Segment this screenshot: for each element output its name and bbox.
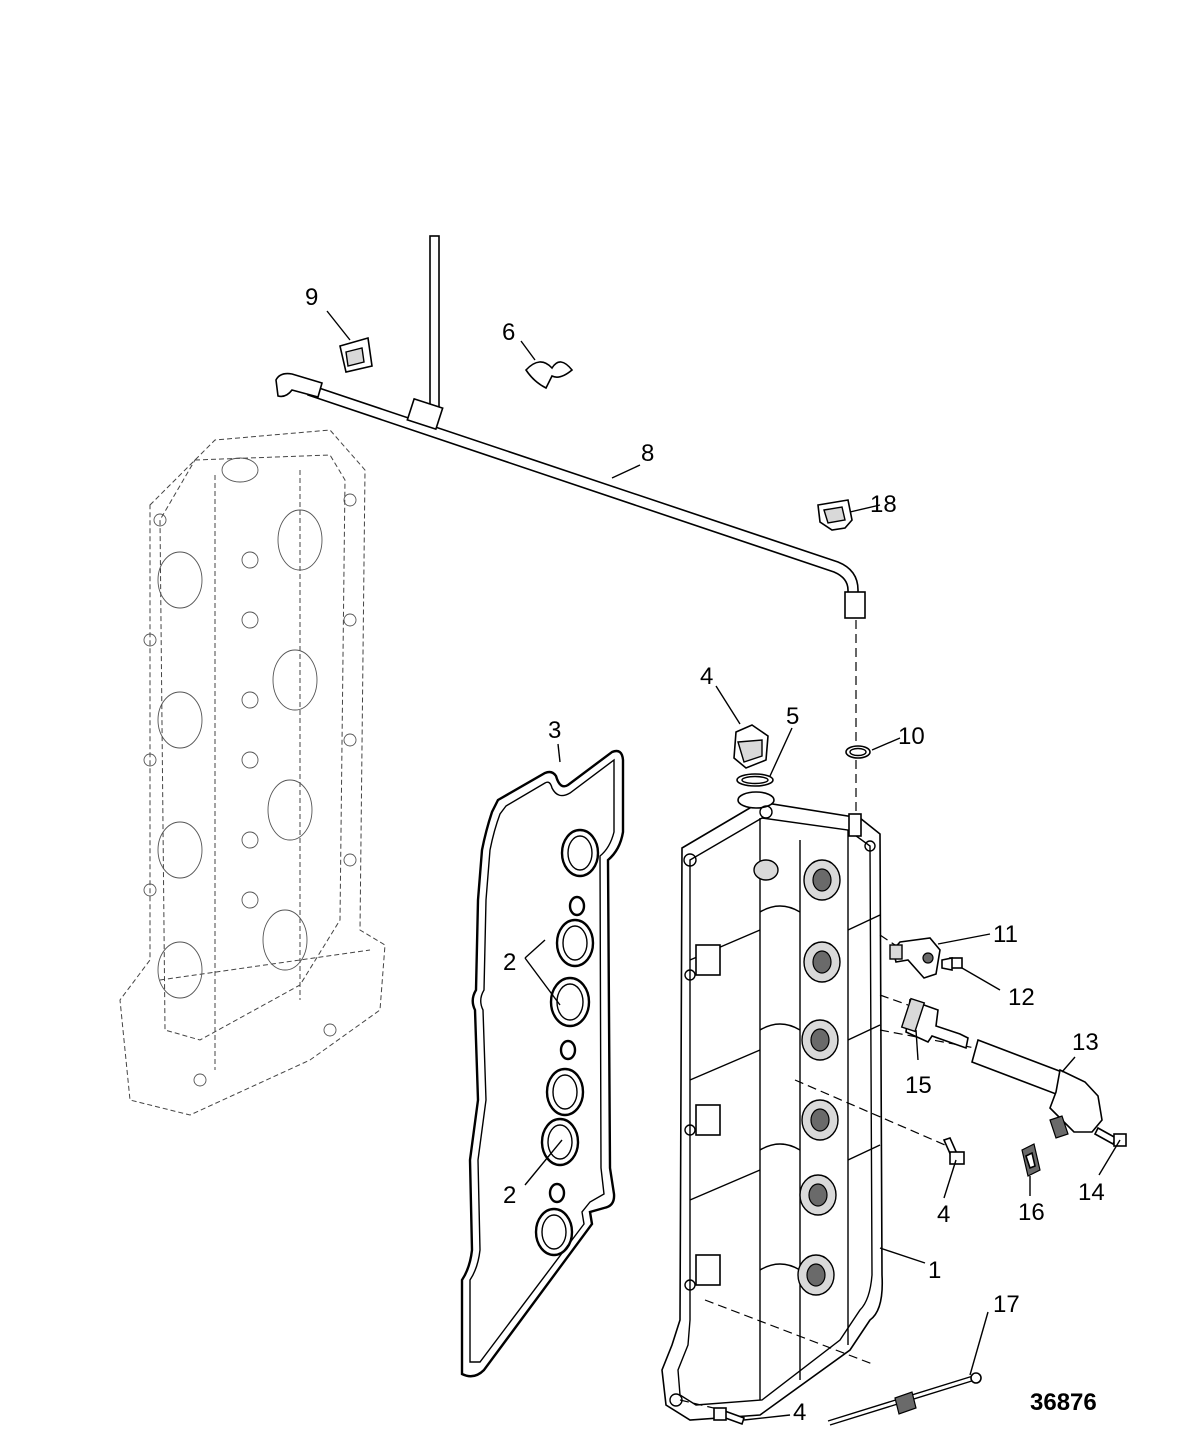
callout-2a: 2 (503, 949, 516, 976)
callout-13: 13 (1072, 1029, 1099, 1056)
oil-fill-cap (733, 724, 774, 787)
clamp-18 (817, 499, 853, 531)
callout-4a: 4 (937, 1201, 950, 1228)
callout-14: 14 (1078, 1179, 1105, 1206)
callout-1: 1 (928, 1257, 941, 1284)
grommet-16 (1021, 1143, 1041, 1177)
bolt-4-upper (942, 1137, 965, 1165)
callout-7: 6 (502, 319, 515, 346)
callout-3: 3 (548, 717, 561, 744)
clip-7 (524, 361, 574, 390)
callout-16: 16 (1018, 1199, 1045, 1226)
dipstick-17 (827, 1372, 982, 1426)
callout-12: 12 (1008, 984, 1035, 1011)
ring-10 (845, 745, 871, 759)
cylinder-head-ghost (119, 429, 386, 1116)
callout-5: 4 (700, 663, 713, 690)
leader-lines (326, 310, 1121, 1421)
callout-17: 17 (993, 1291, 1020, 1318)
figure-number: 36876 (1030, 1389, 1097, 1416)
bolt-14 (1093, 1126, 1127, 1147)
callout-labels: 9 6 8 18 4 5 10 3 2 2 11 12 15 13 14 16 … (305, 284, 1105, 1426)
bolt-4-lower (713, 1407, 746, 1426)
sensor-11 (889, 937, 941, 979)
callout-18: 18 (870, 491, 897, 518)
cover-gasket (460, 749, 625, 1378)
callout-11: 11 (993, 921, 1018, 948)
callout-9: 9 (305, 284, 318, 311)
ignition-coil-13 (971, 1038, 1103, 1139)
sensor-15 (900, 997, 969, 1050)
callout-8: 8 (641, 440, 654, 467)
bolt-12 (941, 957, 963, 971)
callout-10: 10 (898, 723, 925, 750)
callout-6: 5 (786, 703, 799, 730)
valve-cover (661, 791, 884, 1421)
breather-hose-assembly (275, 235, 866, 619)
callout-15: 15 (905, 1072, 932, 1099)
clip-9 (339, 336, 373, 373)
callout-4b: 4 (793, 1399, 806, 1426)
spark-plug-seals (534, 828, 600, 1257)
callout-2b: 2 (503, 1182, 516, 1209)
